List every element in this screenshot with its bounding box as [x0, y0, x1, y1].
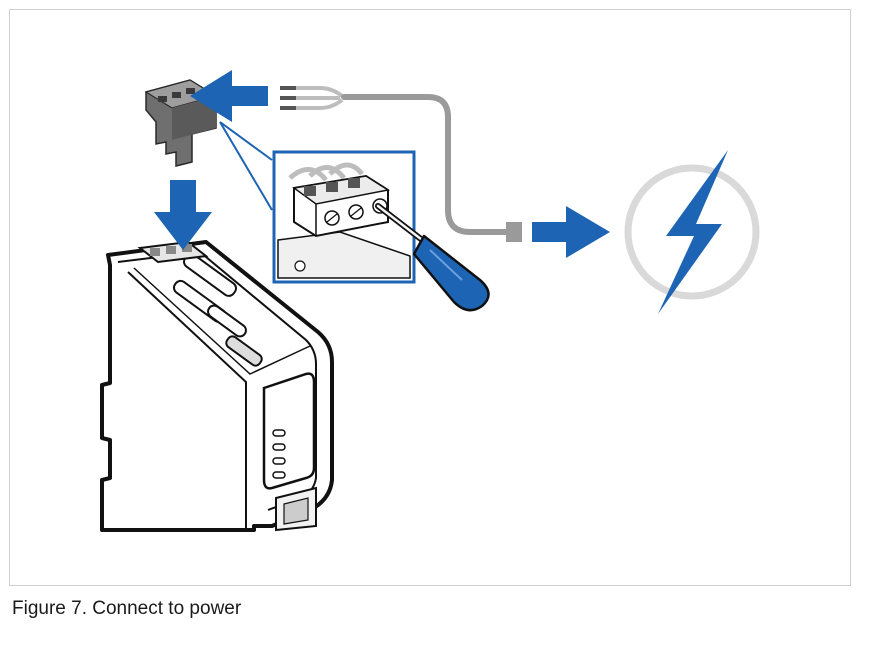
terminal-plug	[144, 79, 218, 167]
status-leds	[272, 429, 286, 479]
connect-to-power-illustration	[100, 70, 760, 532]
din-rail-device	[100, 240, 334, 532]
figure-frame	[9, 9, 851, 586]
insert-left-arrow	[190, 70, 268, 122]
ethernet-port	[275, 486, 317, 532]
power-source	[624, 150, 760, 314]
power-cable	[280, 86, 522, 242]
lightning-bolt-icon	[658, 150, 728, 314]
power-ring	[624, 164, 760, 300]
insert-down-arrow	[154, 180, 212, 250]
detail-inset	[272, 150, 416, 284]
device-power-socket	[137, 240, 209, 264]
to-power-arrow	[532, 206, 610, 258]
screwdriver-icon	[375, 203, 490, 312]
detail-callout-lines	[219, 121, 273, 211]
figure-caption: Figure 7. Connect to power	[12, 598, 242, 619]
